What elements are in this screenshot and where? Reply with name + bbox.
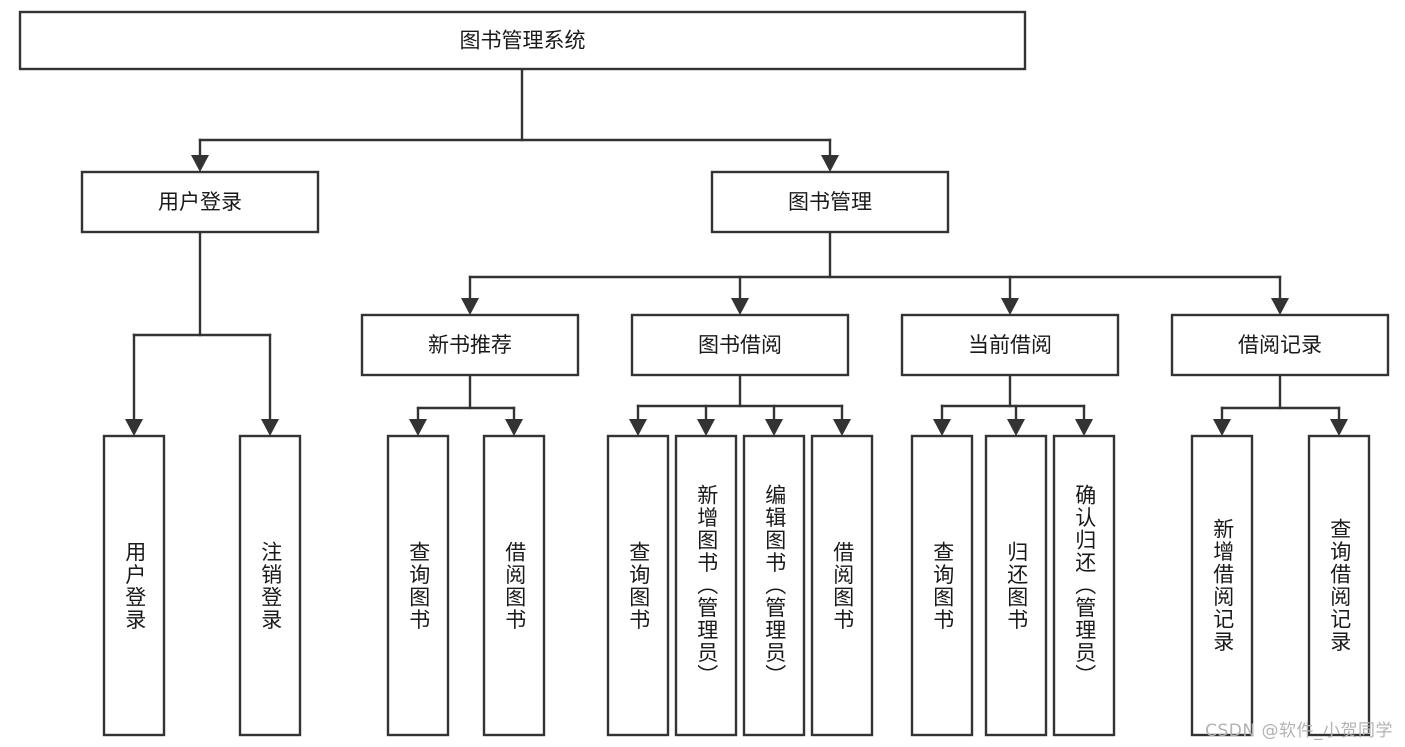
arrow-head-icon	[1330, 419, 1348, 436]
arrow-head-icon	[629, 419, 647, 436]
watermark-text: CSDN @软件_小贺同学	[1205, 721, 1393, 741]
node-label-borrow-record: 借阅记录	[1238, 333, 1322, 357]
arrow-head-icon	[821, 155, 839, 172]
node-label-root: 图书管理系统	[460, 29, 586, 53]
arrow-head-icon	[261, 419, 279, 436]
arrow-head-icon	[125, 419, 143, 436]
arrow-head-icon	[765, 419, 783, 436]
arrow-head-icon	[697, 419, 715, 436]
node-box-leaf-user-logout[interactable]	[238, 434, 302, 737]
node-box-leaf-query-book-3[interactable]	[910, 434, 974, 737]
node-box-new-book-rec[interactable]	[360, 313, 580, 377]
node-box-layer	[18, 10, 1390, 737]
node-box-leaf-add-record[interactable]	[1190, 434, 1254, 737]
node-box-leaf-query-book-1[interactable]	[386, 434, 450, 737]
node-box-leaf-user-login[interactable]	[102, 434, 166, 737]
arrow-head-icon	[505, 419, 523, 436]
node-box-leaf-query-record[interactable]	[1307, 434, 1371, 737]
node-box-leaf-query-book-2[interactable]	[606, 434, 670, 737]
node-box-leaf-borrow-book-2[interactable]	[810, 434, 874, 737]
arrow-head-icon	[1007, 419, 1025, 436]
node-label-book-manage: 图书管理	[788, 190, 872, 214]
node-box-book-borrow[interactable]	[630, 313, 850, 377]
node-label-book-borrow: 图书借阅	[698, 333, 782, 357]
arrow-head-icon	[1075, 419, 1093, 436]
node-box-borrow-record[interactable]	[1170, 313, 1390, 377]
node-label-user-login: 用户登录	[158, 190, 242, 214]
node-box-user-login[interactable]	[80, 170, 320, 234]
arrow-head-icon	[191, 155, 209, 172]
arrow-head-icon	[933, 419, 951, 436]
node-box-leaf-add-book[interactable]	[674, 434, 738, 737]
node-box-current-borrow[interactable]	[900, 313, 1120, 377]
arrow-head-icon	[833, 419, 851, 436]
node-box-leaf-edit-book[interactable]	[742, 434, 806, 737]
node-label-current-borrow: 当前借阅	[968, 333, 1052, 357]
arrow-head-icon	[1001, 298, 1019, 315]
node-box-leaf-confirm-return[interactable]	[1052, 434, 1116, 737]
node-box-root[interactable]	[18, 10, 1027, 71]
node-box-book-manage[interactable]	[710, 170, 950, 234]
connector-layer	[125, 67, 1348, 436]
arrow-head-icon	[409, 419, 427, 436]
node-box-leaf-return-book[interactable]	[984, 434, 1048, 737]
node-label-new-book-rec: 新书推荐	[428, 333, 512, 357]
arrow-head-icon	[1213, 419, 1231, 436]
arrow-head-icon	[461, 298, 479, 315]
arrow-head-icon	[1271, 298, 1289, 315]
arrow-head-icon	[731, 298, 749, 315]
node-box-leaf-borrow-book-1[interactable]	[482, 434, 546, 737]
